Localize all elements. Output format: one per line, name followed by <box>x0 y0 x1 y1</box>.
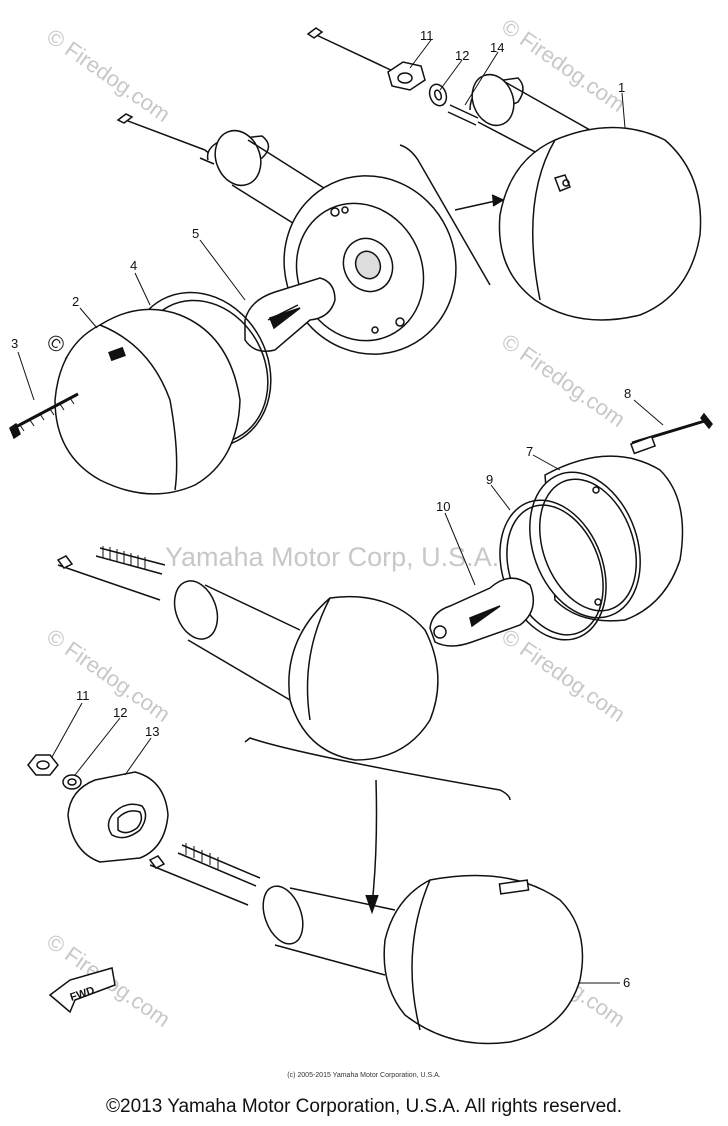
small-credit-text: (c) 2005-2015 Yamaha Motor Corporation, … <box>287 1072 441 1079</box>
top-assembly <box>9 113 457 495</box>
callout-1: 1 <box>618 80 625 95</box>
callout-12-bottom: 12 <box>113 705 127 720</box>
callout-12-top: 12 <box>455 48 469 63</box>
bottom-assembly: FWD <box>27 754 584 1045</box>
callout-9: 9 <box>486 472 493 487</box>
leader-lines <box>17 39 664 984</box>
callout-10: 10 <box>436 499 450 514</box>
copyright-footer: ©2013 Yamaha Motor Corporation, U.S.A. A… <box>106 1096 622 1117</box>
callout-labels: 1 2 3 4 5 6 7 8 9 10 11 12 13 14 11 12 <box>11 28 631 990</box>
watermark-firedog: © Firedog.com <box>497 329 630 432</box>
watermark-firedog: © Firedog.com <box>42 24 175 127</box>
callout-7: 7 <box>526 444 533 459</box>
callout-14: 14 <box>490 40 504 55</box>
callout-13: 13 <box>145 724 159 739</box>
middle-assembly <box>56 546 511 915</box>
callout-8: 8 <box>624 386 631 401</box>
watermark-yamaha: Yamaha Motor Corp, U.S.A. <box>165 542 499 572</box>
top-right-assembly <box>306 27 702 321</box>
watermark-firedog: © Firedog.com <box>497 624 630 727</box>
callout-11-top: 11 <box>420 28 434 43</box>
callout-2: 2 <box>72 294 79 309</box>
watermark-firedog: © Firedog.com <box>42 624 175 727</box>
callout-5: 5 <box>192 226 199 241</box>
callout-4: 4 <box>130 258 137 273</box>
callout-6: 6 <box>623 975 630 990</box>
middle-right-assembly <box>429 412 713 647</box>
callout-11-bottom: 11 <box>76 688 90 703</box>
callout-3: 3 <box>11 336 18 351</box>
